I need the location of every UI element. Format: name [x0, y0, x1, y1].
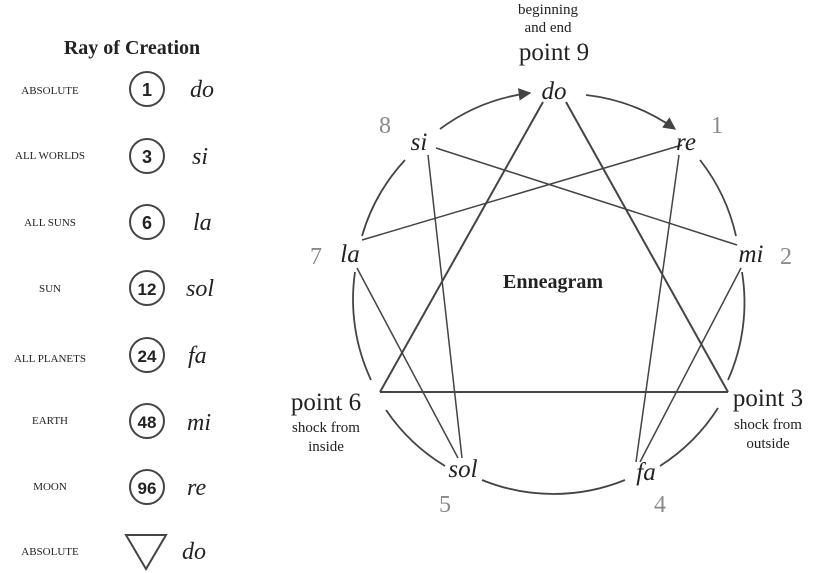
ray-number: 1: [142, 80, 152, 100]
note-sol: sol: [448, 456, 477, 483]
hexad-line: [435, 147, 738, 246]
point6-caption: shock from: [292, 420, 360, 436]
ray-number: 12: [138, 280, 157, 299]
circle-arc: [585, 94, 677, 130]
ray-number-circle: [129, 138, 165, 174]
circle-arc: [481, 479, 626, 495]
circle-arc: [439, 88, 532, 130]
hexad-line: [356, 267, 459, 459]
ray-of-creation: Ray of Creation ABSOLUTE 1 do ALL WORLDS…: [14, 37, 214, 571]
ray-number: 6: [142, 213, 152, 233]
note-fa: fa: [636, 459, 655, 486]
ray-level-label: ALL WORLDS: [15, 150, 85, 162]
point3-caption: outside: [746, 436, 790, 452]
circle-arc: [699, 159, 737, 237]
ray-note: mi: [187, 410, 211, 436]
ray-number-circle: [129, 270, 165, 306]
ray-level-label: ALL PLANETS: [14, 353, 86, 365]
circle-arc: [352, 271, 372, 381]
note-la: la: [340, 241, 359, 268]
point-number: 5: [439, 492, 451, 518]
ray-number-circle: [129, 337, 165, 373]
hexad-line: [635, 154, 680, 463]
ray-note: fa: [188, 343, 207, 369]
ray-level-label: MOON: [33, 481, 67, 493]
ray-number-circle: [129, 403, 165, 439]
note-re: re: [676, 129, 696, 156]
point-number: 4: [654, 492, 666, 518]
ray-number: 48: [138, 413, 157, 432]
point3-caption: shock from: [734, 417, 802, 433]
ray-number: 3: [142, 147, 152, 167]
point6-label: point 6: [291, 389, 361, 416]
ray-note: do: [190, 77, 214, 103]
hexad-line: [639, 267, 742, 463]
ray-number-circle: [129, 71, 165, 107]
note-mi: mi: [739, 241, 764, 268]
ray-number: 96: [138, 479, 157, 498]
ray-note: la: [193, 210, 212, 236]
point6-caption: inside: [308, 439, 344, 455]
ray-number-circle: [129, 204, 165, 240]
triangle-line: [379, 101, 544, 393]
point-number: 8: [379, 113, 391, 139]
hexad-line: [361, 144, 683, 241]
ray-level-label: ABSOLUTE: [21, 546, 79, 558]
hexad-line: [427, 154, 463, 459]
point-number: 2: [780, 244, 792, 270]
ray-note: sol: [186, 276, 214, 302]
point9-caption: and end: [524, 20, 572, 36]
ray-number-circle: [129, 469, 165, 505]
circle-arc: [361, 159, 406, 237]
ray-note: re: [187, 475, 206, 501]
circle-arc: [727, 271, 746, 381]
circle-arc: [659, 407, 719, 467]
point-number: 1: [711, 113, 723, 139]
note-si: si: [411, 129, 428, 156]
ray-note: do: [182, 539, 206, 565]
ray-title: Ray of Creation: [64, 37, 200, 59]
note-do: do: [542, 78, 567, 105]
enneagram: Enneagram beginning and end point 9 do r…: [291, 2, 803, 518]
ray-level-label: ABSOLUTE: [21, 85, 79, 97]
point-number: 7: [310, 244, 322, 270]
ray-level-label: ALL SUNS: [24, 217, 76, 229]
ray-level-label: EARTH: [32, 415, 68, 427]
ray-note: si: [192, 144, 208, 170]
ray-level-label: SUN: [39, 283, 61, 295]
point9-caption: beginning: [518, 2, 578, 18]
triangle-line: [565, 101, 729, 393]
enneagram-title: Enneagram: [503, 271, 603, 293]
circle-arc: [385, 409, 446, 467]
triangle-icon: [124, 534, 168, 571]
ray-number: 24: [138, 347, 157, 366]
point3-label: point 3: [733, 385, 803, 412]
point9-label: point 9: [519, 39, 589, 66]
